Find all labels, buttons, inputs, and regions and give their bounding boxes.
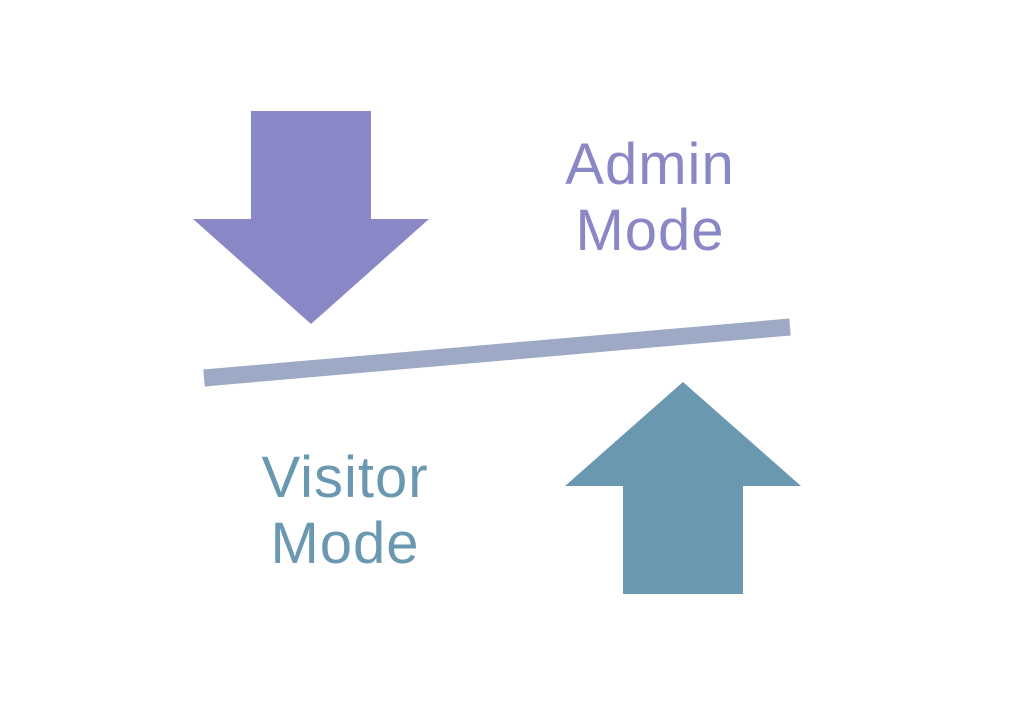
arrow-up-icon <box>565 382 801 594</box>
arrow-down-icon <box>193 111 429 324</box>
admin-mode-line1: Admin <box>565 132 735 197</box>
visitor-mode-line2: Mode <box>270 511 420 576</box>
visitor-mode-label: Visitor Mode <box>215 445 475 577</box>
admin-mode-line2: Mode <box>575 198 725 263</box>
admin-mode-label: Admin Mode <box>520 132 780 264</box>
divider-line <box>203 318 791 387</box>
visitor-mode-line1: Visitor <box>261 445 429 510</box>
